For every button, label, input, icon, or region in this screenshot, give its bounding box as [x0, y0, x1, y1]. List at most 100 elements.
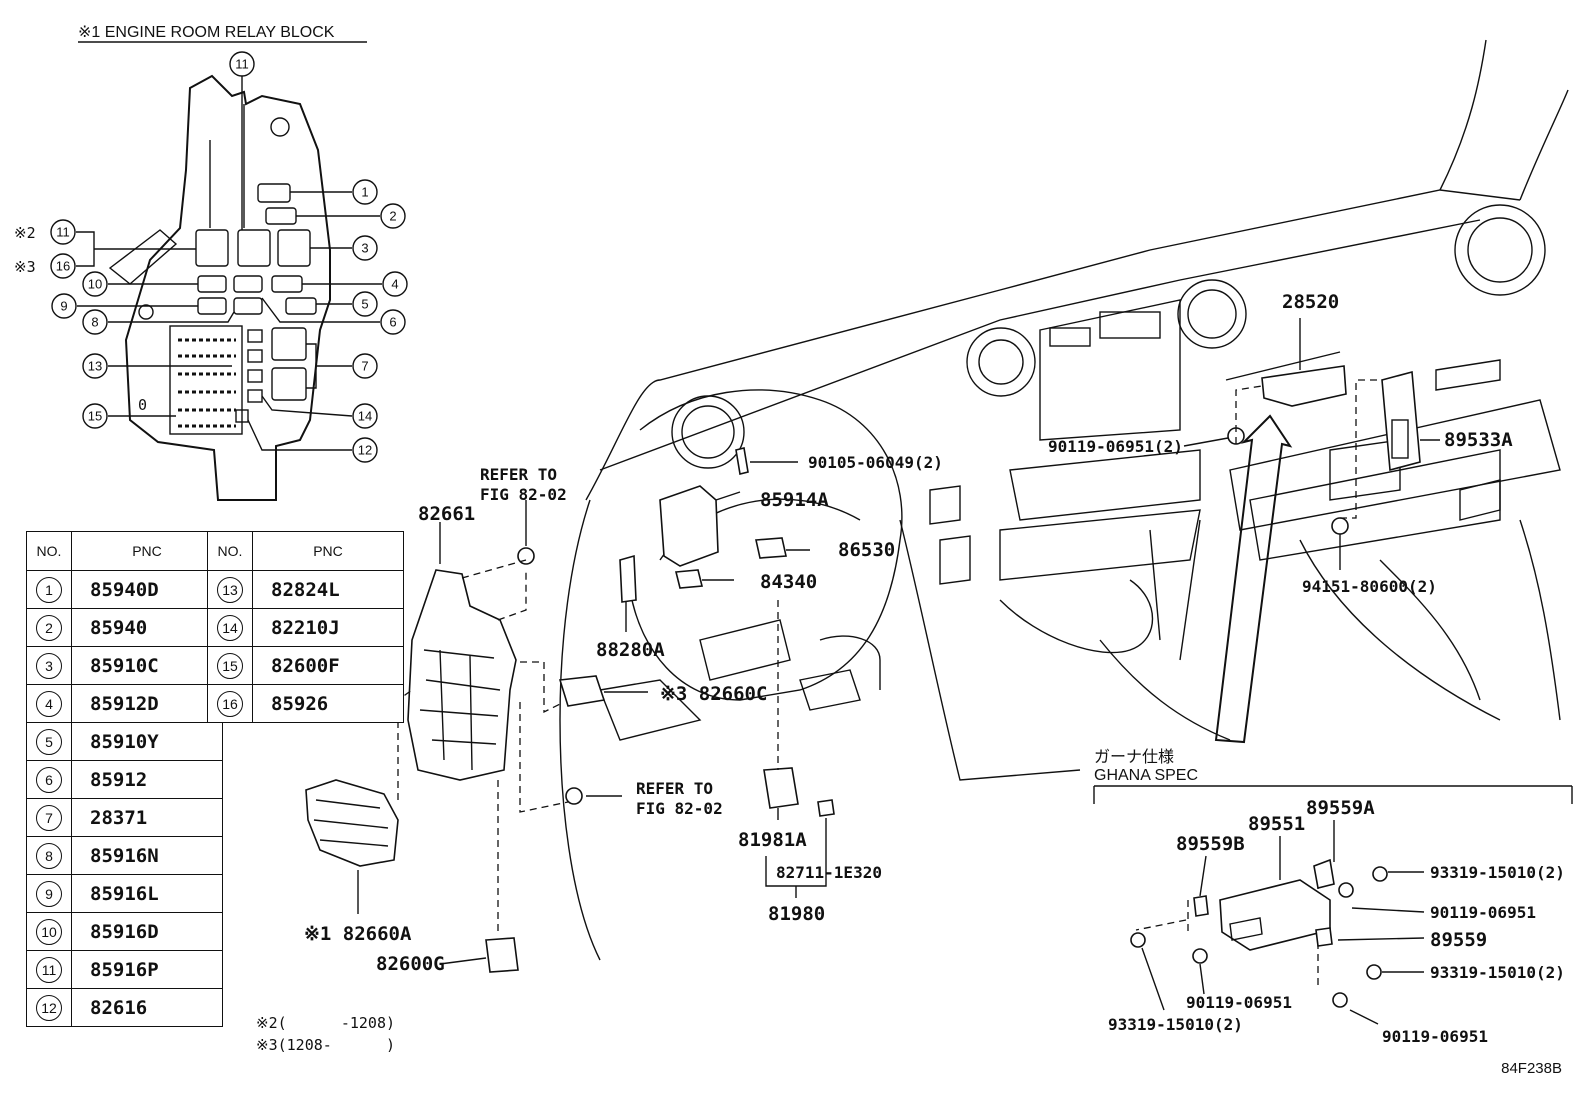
label-82661: 82661: [418, 503, 475, 525]
table-row: 3 85910C: [26, 646, 223, 685]
table-row: 10 85916D: [26, 912, 223, 951]
row-number-circle: 10: [36, 918, 62, 945]
label-94151: 94151-80600(2): [1302, 577, 1437, 596]
part-85914A-relay: [659, 485, 719, 567]
row-pnc: 82616: [71, 988, 223, 1027]
row-pnc: 85940D: [71, 570, 223, 609]
row-number-circle: 3: [36, 652, 62, 679]
table-header-pnc: PNC: [71, 531, 223, 571]
part-81981A-relay: [763, 767, 799, 809]
part-82711-clip: [817, 799, 835, 817]
label-84340: 84340: [760, 571, 817, 593]
relay-callout-number: 2: [389, 209, 396, 224]
note-2: ※2( -1208): [256, 1014, 395, 1032]
dashboard-illustration: [559, 39, 1569, 961]
table-header-pnc: PNC: [252, 531, 404, 571]
row-pnc: 85910Y: [71, 722, 223, 761]
row-pnc: 82824L: [252, 570, 404, 609]
ghana-spec-section: [1093, 785, 1573, 1025]
label-82660A: ※1 82660A: [304, 923, 412, 945]
refer-label-1a: REFER TO: [480, 465, 557, 484]
label-89551: 89551: [1248, 813, 1305, 835]
note-3: ※3(1208- ): [256, 1036, 395, 1054]
label-90119-b: 90119-06951: [1186, 993, 1292, 1012]
label-93319-left: 93319-15010(2): [1108, 1015, 1243, 1034]
row-number: 13: [207, 570, 253, 609]
part-28520-bracket: [1225, 351, 1347, 407]
part-88280A-sensor: [619, 554, 637, 603]
label-90105: 90105-06049(2): [808, 453, 943, 472]
label-85914A: 85914A: [760, 489, 829, 511]
row-number-circle: 13: [217, 576, 243, 603]
relay-callout-number: 12: [358, 443, 372, 458]
relay-callout: 7: [352, 353, 378, 379]
table-header-no: NO.: [207, 531, 253, 571]
label-89533A: 89533A: [1444, 429, 1513, 451]
label-88280A: 88280A: [596, 639, 665, 661]
figure-code: 84F238B: [1501, 1060, 1562, 1077]
row-number: 11: [26, 950, 72, 989]
ghana-spec-jp: ガーナ仕様: [1094, 748, 1174, 766]
ghana-spec-en: GHANA SPEC: [1094, 767, 1198, 784]
row-pnc: 85916N: [71, 836, 223, 875]
relay-callout: 4: [382, 271, 408, 297]
refer-label-1b: FIG 82-02: [480, 485, 567, 504]
relay-callout: 13: [82, 353, 108, 379]
row-number: 9: [26, 874, 72, 913]
table-row: 1 85940D: [26, 570, 223, 609]
table-row: 8 85916N: [26, 836, 223, 875]
label-93319-mid: 93319-15010(2): [1430, 963, 1565, 982]
label-81981A: 81981A: [738, 829, 807, 851]
table-row: 5 85910Y: [26, 722, 223, 761]
row-number-circle: 9: [36, 880, 62, 907]
refer-label-2b: FIG 82-02: [636, 799, 723, 818]
row-number-circle: 2: [36, 614, 62, 641]
label-86530: 86530: [838, 539, 895, 561]
note-mark-2: ※2: [14, 224, 36, 242]
relay-left-notes: ※2 11 ※3 16: [14, 219, 76, 279]
label-28520: 28520: [1282, 291, 1339, 313]
relay-block-title: ※1 ENGINE ROOM RELAY BLOCK: [78, 24, 335, 41]
row-number-circle: 11: [36, 956, 62, 983]
relay-callout: 9: [51, 293, 77, 319]
row-number: 16: [207, 684, 253, 723]
note-num-3: 16: [56, 259, 70, 274]
row-number-circle: 16: [217, 690, 243, 717]
part-labels: REFER TO FIG 82-02 82661 ※1 82660A 82600…: [304, 291, 1565, 1046]
row-number-circle: 4: [36, 690, 62, 717]
relay-callout-number: 8: [91, 315, 98, 330]
row-number-circle: 14: [217, 614, 243, 641]
relay-callout-number: 3: [361, 241, 368, 256]
label-81980: 81980: [768, 903, 825, 925]
row-pnc: 28371: [71, 798, 223, 837]
row-pnc: 82210J: [252, 608, 404, 647]
part-82661-bracket: [407, 569, 517, 781]
label-93319-top: 93319-15010(2): [1430, 863, 1565, 882]
row-number: 14: [207, 608, 253, 647]
relay-callout-number: 14: [358, 409, 372, 424]
row-number-circle: 6: [36, 766, 62, 793]
row-number-circle: 15: [217, 652, 243, 679]
row-number: 2: [26, 608, 72, 647]
row-number-circle: 1: [36, 576, 62, 603]
row-pnc: 85916D: [71, 912, 223, 951]
row-number: 10: [26, 912, 72, 951]
note-mark-3: ※3: [14, 258, 36, 276]
relay-callout: 3: [352, 235, 378, 261]
row-number-circle: 8: [36, 842, 62, 869]
row-number: 3: [26, 646, 72, 685]
row-number: 15: [207, 646, 253, 685]
row-number-circle: 5: [36, 728, 62, 755]
row-pnc: 85910C: [71, 646, 223, 685]
row-number: 12: [26, 988, 72, 1027]
relay-callout: 15: [82, 403, 108, 429]
relay-callout-number: 9: [60, 299, 67, 314]
row-number-circle: 12: [36, 994, 62, 1021]
